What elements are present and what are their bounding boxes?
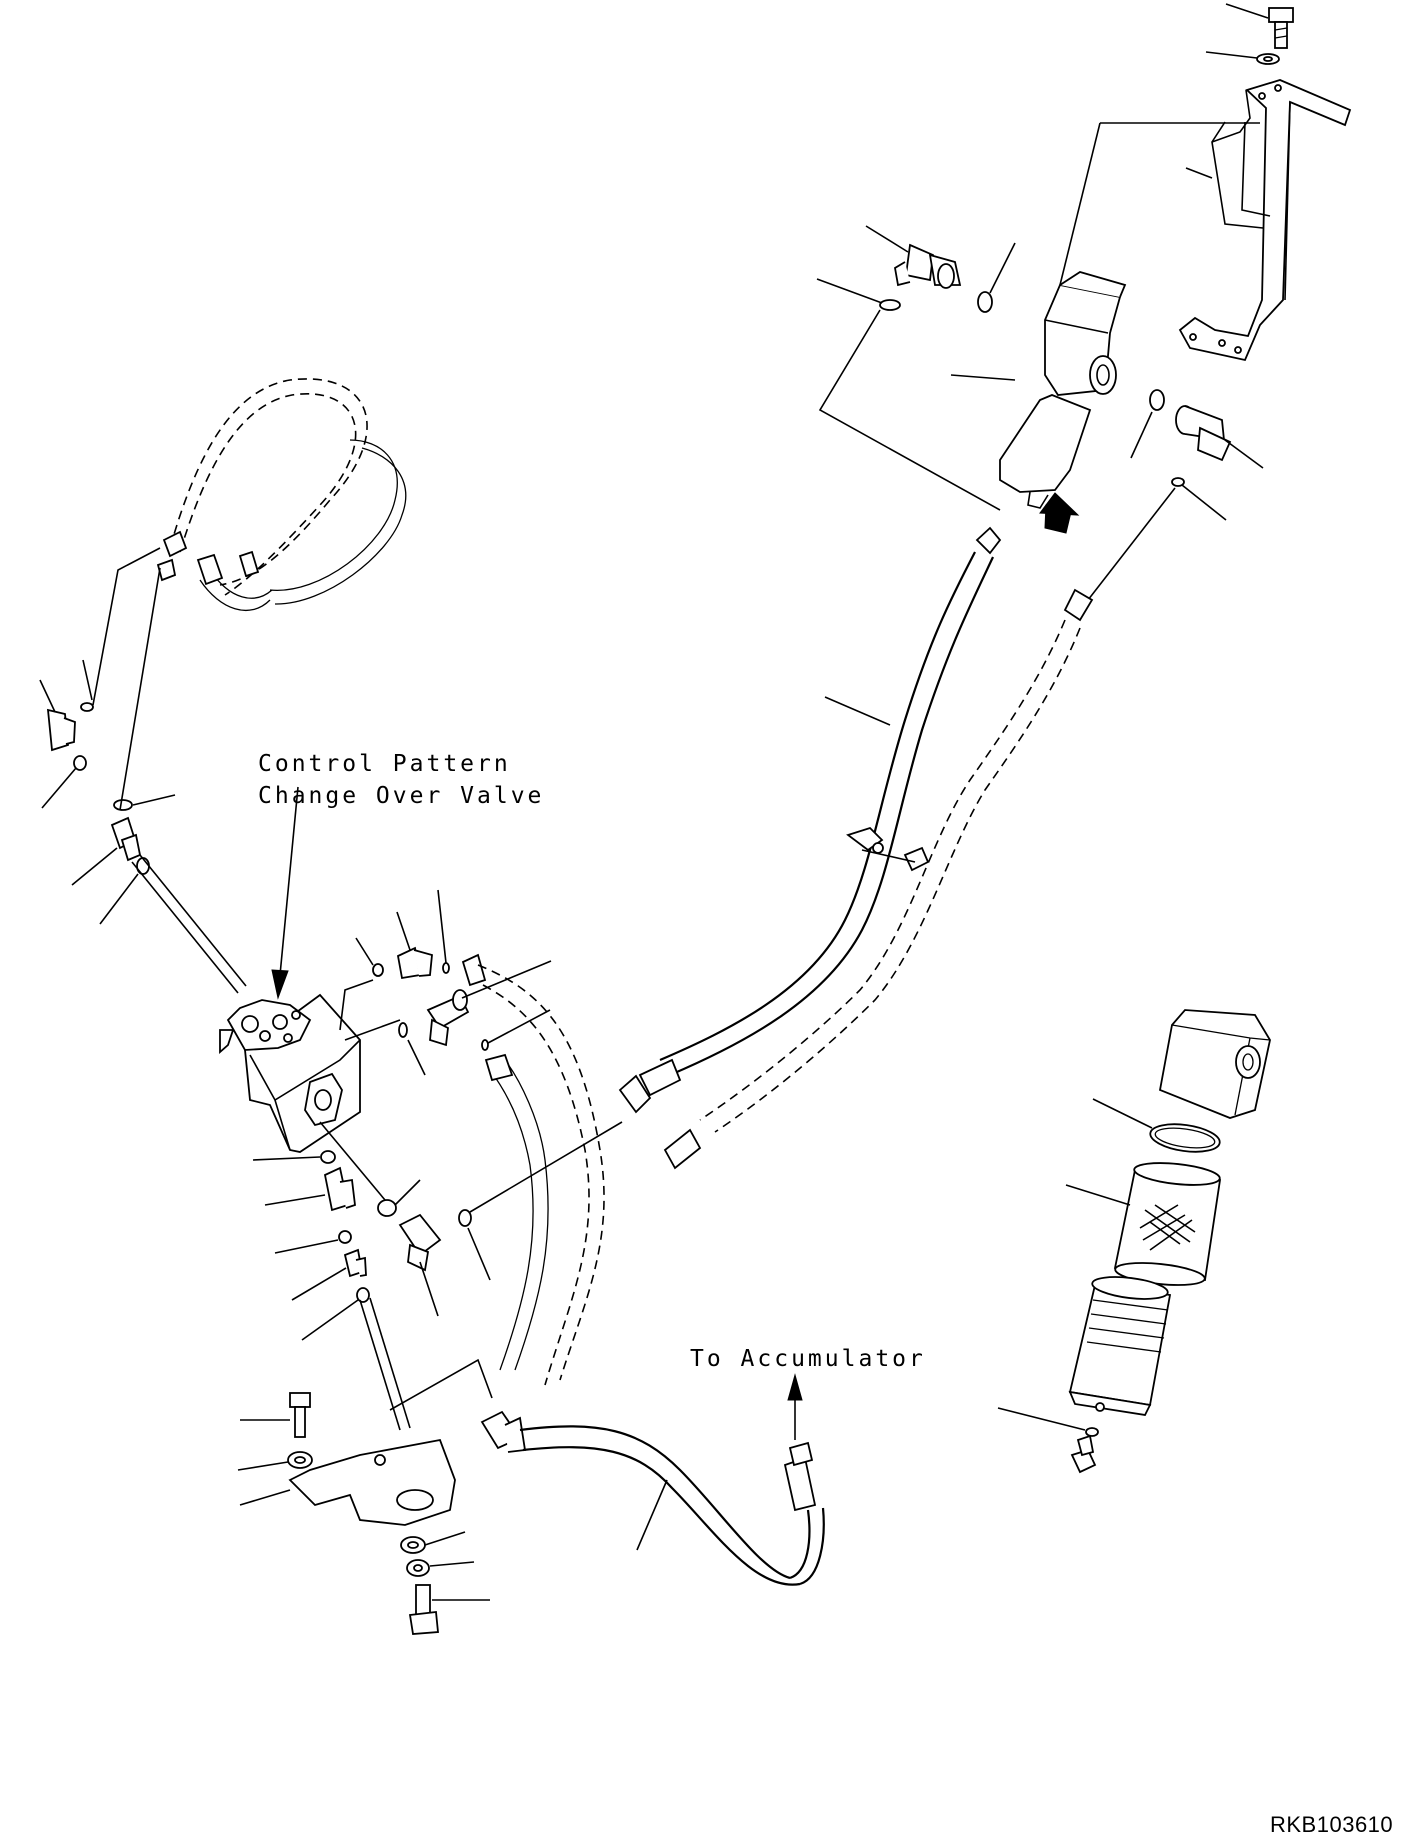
dashed-return-hose-icon [663, 588, 1094, 1170]
left-oring-3-icon [113, 567, 176, 811]
flow-arrow-icon [1039, 492, 1080, 534]
valve-pipe-icon [131, 854, 247, 994]
valve-oring-b-icon [437, 889, 450, 974]
valve-label-line2: Change Over Valve [258, 783, 545, 809]
left-elbow-fitting-icon [71, 816, 142, 886]
center-valve-hose-icon [461, 953, 605, 1386]
drawing-number: RKB103610 [1270, 1812, 1394, 1837]
valve-elbow-a-icon [396, 911, 433, 980]
stack-oring-1-icon [252, 1150, 336, 1164]
valve-oring-d-icon [398, 1022, 426, 1076]
filter-case-icon [1068, 1276, 1172, 1416]
upper-small-oring-icon [816, 278, 1001, 511]
filter-outlet-fitting-icon [1175, 405, 1264, 469]
left-fitting-1-icon [39, 679, 76, 752]
valve-label-line1: Control Pattern [258, 751, 511, 777]
stack-oring-2-icon [274, 1230, 352, 1254]
valve-callout-label: Control Pattern Change Over Valve [258, 748, 544, 812]
main-hose-icon [618, 526, 1002, 1114]
filter-drain-plug-icon [1070, 1434, 1097, 1474]
bracket-lower-bolt-icon [408, 1584, 490, 1635]
bracket-lower-washer-1-icon [400, 1531, 466, 1554]
valve-mount-bracket-icon [239, 1438, 456, 1526]
bracket-bolt-icon [240, 1392, 311, 1438]
filter-drain-oring-icon [997, 1407, 1099, 1437]
hose-clamp-icon [846, 826, 930, 872]
lower-right-small-oring-icon [1087, 477, 1227, 601]
valve-arrow-icon [271, 786, 299, 1000]
stack-oring-3-icon [301, 1287, 370, 1341]
accumulator-arrow-icon [787, 1373, 803, 1440]
stack-fitting-1-icon [264, 1166, 356, 1212]
stack-fitting-2-icon [291, 1248, 367, 1301]
center-elbow-fitting-icon [398, 1213, 442, 1317]
filter-bracket-icon [1178, 79, 1352, 362]
filter-head-exploded-icon [1158, 1009, 1271, 1119]
left-oring-1-icon [80, 547, 161, 712]
filter-element-icon [1065, 1162, 1222, 1286]
bracket-washer-icon [237, 1451, 313, 1471]
right-center-oring-icon [458, 1121, 623, 1281]
bracket-lower-washer-2-icon [406, 1559, 475, 1577]
top-washer-icon [1205, 51, 1280, 65]
filter-large-oring-icon [1092, 1098, 1221, 1153]
change-over-valve-icon [219, 979, 401, 1153]
left-oring-2-icon [41, 755, 87, 809]
upper-left-hose-loop-icon [156, 378, 407, 611]
left-oring-4-icon [99, 857, 150, 925]
center-oring-icon [319, 1121, 421, 1217]
accumulator-label: To Accumulator [690, 1346, 926, 1372]
valve-oring-c-icon [481, 1009, 551, 1051]
valve-oring-a-icon [355, 937, 384, 977]
valve-elbow-b-icon [426, 960, 552, 1047]
accumulator-hose-icon [480, 1410, 825, 1586]
filter-inlet-oring-icon [977, 242, 1016, 313]
filter-outlet-oring-icon [1130, 389, 1165, 459]
filter-housing-icon [950, 122, 1260, 509]
stack-pipe-icon [359, 1297, 493, 1431]
filter-inlet-elbow-icon [865, 225, 962, 289]
top-bolt-icon [1225, 3, 1294, 49]
